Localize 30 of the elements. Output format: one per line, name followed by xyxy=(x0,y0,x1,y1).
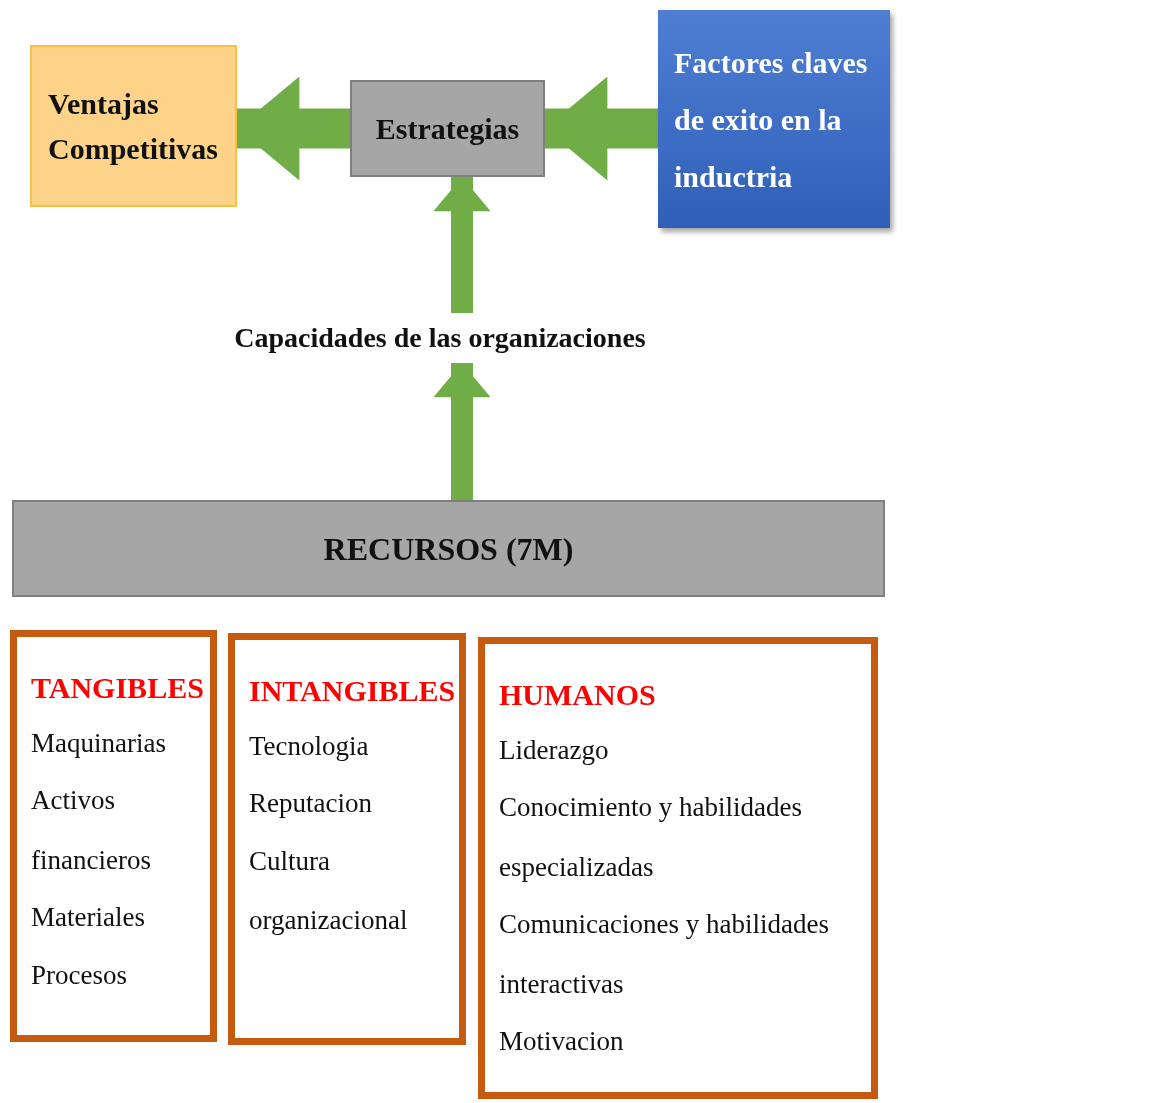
resource-item: Reputacion xyxy=(249,787,372,821)
resource-item: Motivacion xyxy=(499,1024,624,1058)
node-label: Estrategias xyxy=(375,111,520,147)
block-arrow xyxy=(545,76,658,181)
process-box xyxy=(30,45,237,207)
block-arrow xyxy=(237,76,350,181)
group-heading: HUMANOS xyxy=(499,677,656,713)
process-box xyxy=(658,10,890,228)
node-label: Ventajas Competitivas xyxy=(48,86,219,167)
resource-group-box xyxy=(478,637,878,1099)
resource-item: Cultura organizacional xyxy=(249,844,409,938)
node-label: RECURSOS (7M) xyxy=(323,529,574,569)
resource-item: Conocimiento y habilidades especializadas xyxy=(499,791,803,884)
group-heading: TANGIBLES xyxy=(31,670,204,706)
resource-item: Liderazgo xyxy=(499,734,609,767)
group-heading: INTANGIBLES xyxy=(249,673,456,709)
resource-item: Procesos xyxy=(31,958,127,992)
resource-item: Tecnologia xyxy=(249,730,369,763)
resource-item: Activos financieros xyxy=(31,784,152,877)
block-arrow xyxy=(433,363,491,500)
resource-item: Comunicaciones y habilidades interactivas xyxy=(499,908,830,1001)
node-label: Factores claves de exito en la inductria xyxy=(674,44,869,195)
process-box xyxy=(350,80,545,177)
resource-band xyxy=(12,500,885,597)
resource-group-box xyxy=(10,630,217,1042)
resource-item: Materiales xyxy=(31,901,145,935)
resource-item: Maquinarias xyxy=(31,727,166,760)
resource-group-box xyxy=(228,633,466,1045)
block-arrow xyxy=(433,177,491,313)
node-label: Capacidades de las organizaciones xyxy=(234,321,646,355)
